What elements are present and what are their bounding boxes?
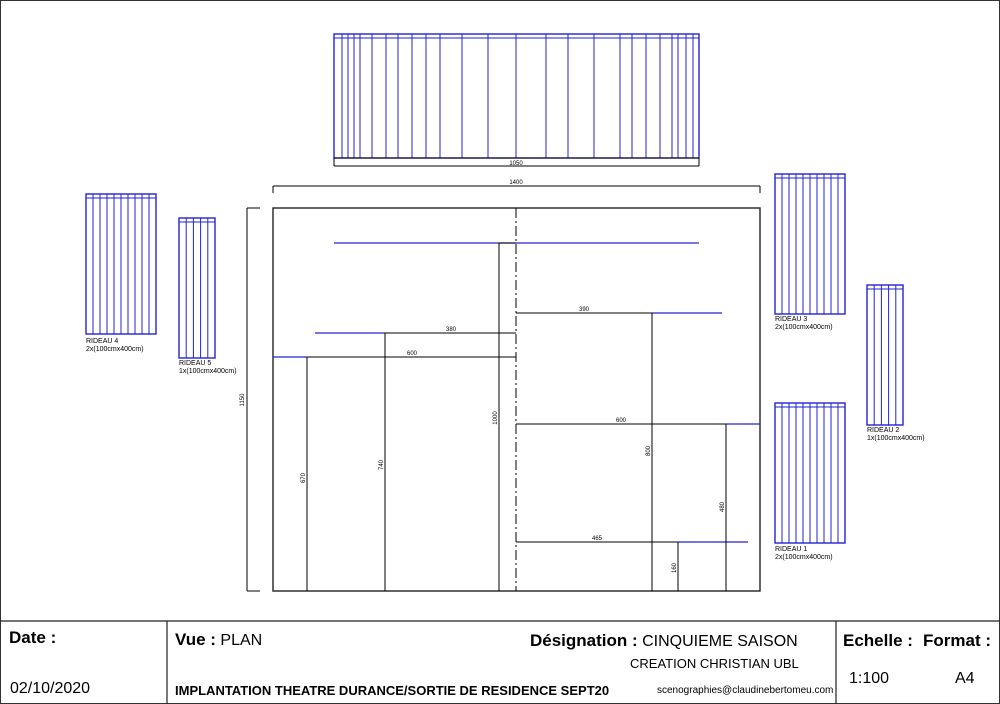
curtain-rideau-5 [178,217,216,359]
vue-field: Vue : PLAN [175,630,262,650]
rideau-3-spec: 2x(100cmx400cm) [775,324,833,331]
dim-far-right-post: 480 [720,501,726,512]
echelle-label: Echelle : [843,631,913,650]
curtain-rideau-4 [85,193,157,335]
dim-bar-left-low: 600 [407,351,418,357]
dim-left-inner-post: 740 [379,459,385,470]
designation-field: Désignation : CINQUIEME SAISON [530,631,798,651]
format-value: A4 [955,670,975,687]
dim-small-post: 160 [672,562,678,573]
dimension-labels: 380 600 390 600 465 1000 670 740 800 480… [301,307,726,573]
echelle-value: 1:100 [849,670,890,687]
vue-label: Vue : [175,630,216,649]
rideau-3-name: RIDEAU 3 [775,316,807,323]
project-title: IMPLANTATION THEATRE DURANCE/SORTIE DE R… [175,683,610,698]
rideau-4-name: RIDEAU 4 [86,338,118,345]
dim-bar-left-high: 380 [446,327,457,333]
curtain-lines-plan [273,242,760,543]
dim-top-curtain: 1050 [509,161,523,167]
curtain-rideau-2 [866,284,904,426]
designation-label: Désignation : [530,631,638,650]
format-label: Format : [923,631,991,650]
dim-bar-right-mid: 600 [616,418,627,424]
rideau-4-spec: 2x(100cmx400cm) [86,346,144,353]
dim-overall-depth: 1150 [240,393,246,407]
cartouche-grid [0,620,1000,704]
curtain-rideau-3 [774,173,846,315]
dim-bar-right-low: 465 [592,536,603,542]
contact-email: scenographies@claudinebertomeu.com [657,685,834,696]
dim-right-post: 800 [646,445,652,456]
curtain-rideau-1 [774,402,846,544]
dim-overall-width: 1400 [509,180,523,186]
dim-center-post: 1000 [493,411,499,425]
overall-width-dimension: 1400 [272,180,761,193]
rideau-5-spec: 1x(100cmx400cm) [179,368,237,375]
rideau-2-name: RIDEAU 2 [867,427,899,434]
designation-value: CINQUIEME SAISON [642,633,798,650]
rideau-2-spec: 1x(100cmx400cm) [867,435,925,442]
rideau-1-spec: 2x(100cmx400cm) [775,554,833,561]
rideau-1-name: RIDEAU 1 [775,546,807,553]
overall-depth-dimension: 1150 [240,207,260,592]
structure-lines [306,242,727,591]
dim-bar-right-high: 390 [579,307,590,313]
top-curtain: 1050 [333,33,700,167]
creation-credit: CREATION CHRISTIAN UBL [630,656,799,671]
curtain-labels: RIDEAU 4 2x(100cmx400cm) RIDEAU 5 1x(100… [86,316,925,561]
date-label: Date : [9,628,57,647]
dim-left-outer-post: 670 [301,472,307,483]
vue-value: PLAN [220,632,263,649]
date-value: 02/10/2020 [10,680,91,697]
rideau-5-name: RIDEAU 5 [179,360,211,367]
title-block: Date : 02/10/2020 Vue : PLAN Désignation… [0,621,1000,704]
